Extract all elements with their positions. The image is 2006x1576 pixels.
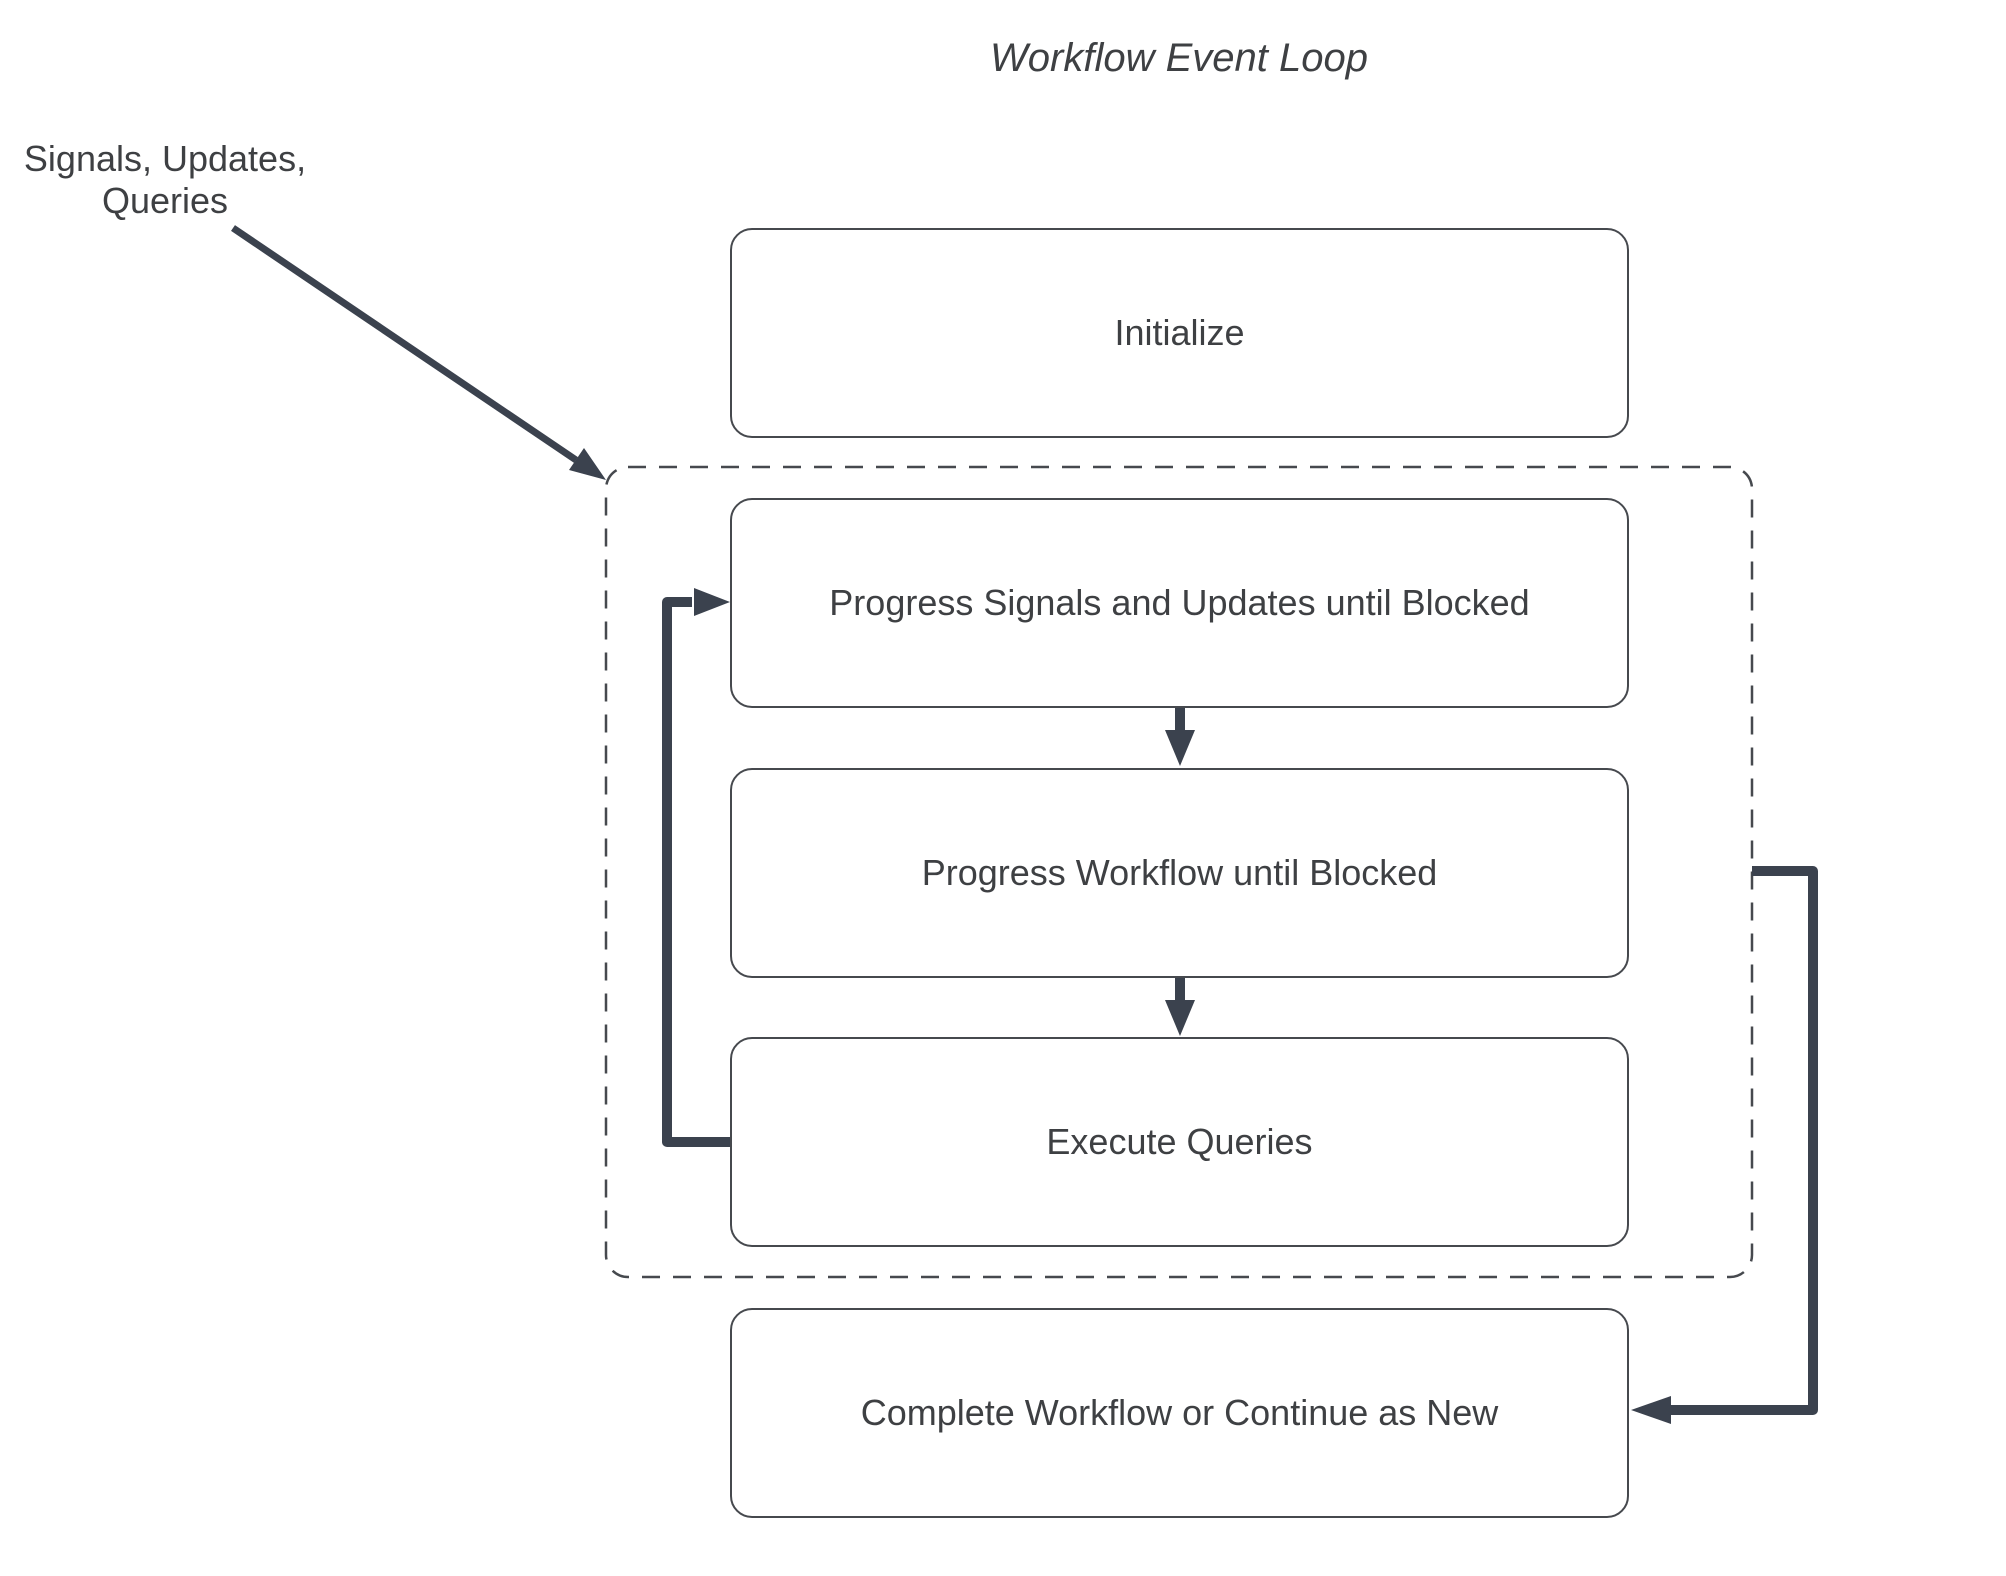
exit-arrow xyxy=(1631,866,1818,1424)
node-progress-signals: Progress Signals and Updates until Block… xyxy=(730,498,1629,708)
loop-back-arrow xyxy=(662,588,730,1147)
down-arrow-1 xyxy=(1165,708,1195,766)
node-execute-queries-label: Execute Queries xyxy=(1046,1121,1313,1162)
annotation-line-2: Queries xyxy=(101,180,229,222)
signals-updates-queries-label: Signals, Updates, Queries xyxy=(15,138,315,223)
node-initialize: Initialize xyxy=(730,228,1629,438)
node-progress-workflow: Progress Workflow until Blocked xyxy=(730,768,1629,978)
annotation-line-1: Signals, Updates, xyxy=(23,138,307,179)
node-initialize-label: Initialize xyxy=(1114,312,1245,353)
incoming-events-arrow xyxy=(231,225,606,480)
node-progress-workflow-label: Progress Workflow until Blocked xyxy=(921,852,1438,893)
node-progress-signals-label: Progress Signals and Updates until Block… xyxy=(829,582,1530,623)
down-arrow-2 xyxy=(1165,978,1195,1036)
node-complete: Complete Workflow or Continue as New xyxy=(730,1308,1629,1518)
diagram-title: Workflow Event Loop xyxy=(990,36,1368,80)
node-execute-queries: Execute Queries xyxy=(730,1037,1629,1247)
node-complete-label: Complete Workflow or Continue as New xyxy=(860,1392,1499,1433)
